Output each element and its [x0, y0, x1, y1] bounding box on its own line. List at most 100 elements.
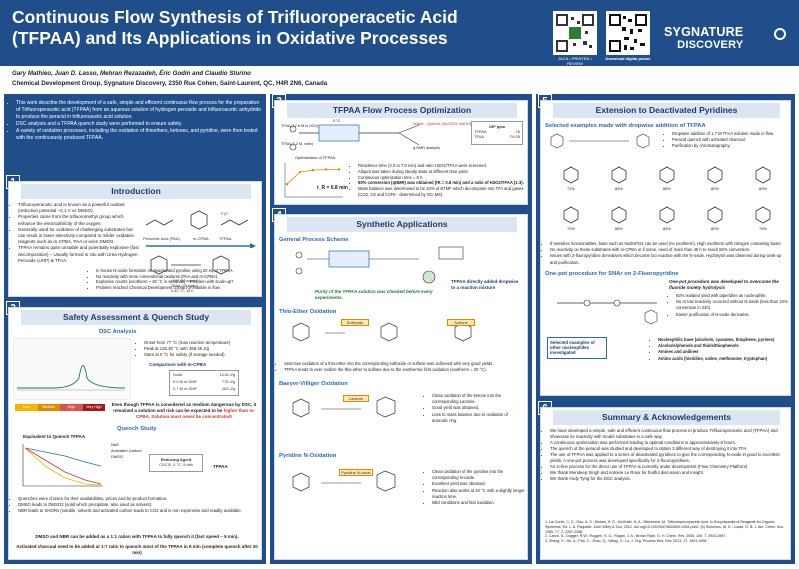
intro-item: Generally used for oxidation of challeng…	[18, 227, 139, 246]
label-paa: Peracetic Acid (PAA)	[143, 236, 180, 241]
summary-item: An in-line process for the direct use of…	[550, 464, 789, 470]
example-yield: 68%	[662, 185, 671, 191]
onepot-item: No or low reactivity occurred without N-…	[676, 299, 789, 311]
intro-sublist: In house N-oxide formation on deactivate…	[89, 268, 259, 290]
flow-list: Residence time (3.0 to 7.0 min) and rati…	[351, 163, 527, 198]
hazard-scale: Low Medium High Very High	[15, 404, 105, 411]
intro-item: Trifluoroperacetic acid is known as a po…	[18, 202, 139, 214]
quench-item: DMSO leads to DMSO2 (solid which precipi…	[18, 502, 259, 508]
example-yield: 72%	[566, 225, 575, 231]
reference: 3. Zhang, X.; Hu, A.; Pan, C.; Zhao, Q.;…	[545, 539, 708, 544]
pyridine-example: 84%	[643, 197, 691, 237]
example-yield: 84%	[662, 225, 671, 231]
qr-caption-1: JACS • PRINTED • REVIEW	[558, 56, 592, 66]
hazard-low: Low	[15, 404, 38, 411]
summary-item: We thank Mendeep Singh and Antoine Le Ro…	[550, 470, 789, 476]
logo-line-1: SYGNATURE	[664, 25, 744, 39]
flow-analysis: q-NMR analysis	[413, 146, 440, 150]
pyridine-ring-icon	[755, 166, 771, 183]
onepot-scheme	[557, 299, 658, 325]
ext-item: Purification by chromatography.	[672, 143, 789, 149]
optimization-chart	[284, 163, 343, 198]
section-title-intro: Introduction	[21, 184, 251, 199]
pyridine-example: 80%	[691, 157, 739, 197]
dsc-item: Peak at 126.30 °C with 368.46 J/g	[144, 346, 261, 352]
abstract-item: This work describe the development of a …	[16, 100, 262, 121]
flow-reactor-diagram	[289, 124, 420, 151]
ext-item: Dropwise addition of 1.7 M TFAA solution…	[672, 131, 789, 137]
poster-title: Continuous Flow Synthesis of Trifluorope…	[12, 7, 458, 48]
pyridine-example: 72%	[547, 197, 595, 237]
summary-item: The quench of the peracid was studied an…	[550, 446, 789, 452]
dsc-note: Even though TFPAA is considered as mediu…	[111, 402, 257, 420]
opt-data-point	[298, 170, 302, 174]
bv-item: Less to mass balance due to oxidation of…	[432, 412, 525, 424]
pyridine-example: 80%	[691, 197, 739, 237]
onepot-list: 92% isolated yield with piperidine as nu…	[669, 293, 789, 318]
reference: 1. Lal Corlet, C. C.; Rao, A. S.; Mohan,…	[545, 520, 785, 534]
legend-carbon: Activated Carbon	[111, 448, 142, 454]
abstract-item: DSC analysis and a TFPAA quench study we…	[16, 121, 262, 128]
qr-code-2[interactable]	[606, 11, 650, 55]
hazard-very-high: Very High	[82, 404, 105, 411]
ext-bullet: Issues with 2-fluoropyridine derivatives…	[550, 253, 789, 265]
flow-item: Residence time (3.0 to 7.0 min) and rati…	[358, 163, 527, 169]
quench-legend: NaS Activated Carbon DMSO	[111, 442, 142, 461]
opt-data-point	[311, 168, 315, 172]
pyridine-ring-icon	[707, 166, 723, 183]
intro-list: Trifluoroperacetic acid is known as a po…	[11, 202, 139, 264]
thioether-list: Selective oxidation of a thio-ether into…	[277, 361, 525, 373]
quench-item: Quenches were chosen for their availabil…	[18, 496, 259, 502]
authors: Gary Mathieu, Juan D. Lasso, Mehran Reza…	[12, 70, 251, 77]
synthetic-panel: Synthetic Applications General Process S…	[274, 214, 528, 560]
pyridine-panel: Extension to Deactivated Pyridines Selec…	[540, 100, 791, 396]
safety-panel: Safety Assessment & Quench Study DSC Ana…	[8, 307, 262, 560]
bv-scheme	[292, 396, 396, 418]
thioether-title: Thio-Ether Oxidation	[279, 309, 337, 315]
quench-footer-2: Activated charcoal need to be added at 1…	[16, 544, 258, 556]
example-yield: 68%	[614, 225, 623, 231]
dsc-list: Onset from 77 °C (max reaction temperatu…	[137, 340, 261, 359]
sulfone-label: Sulfone	[447, 319, 475, 326]
flow-quench: Waste - Quench (Na2SO3, NaOH)	[413, 122, 472, 126]
legend-dmso: DMSO	[111, 454, 123, 460]
references: 1. Lal Corlet, C. C.; Rao, A. S.; Mohan,…	[545, 520, 788, 544]
pyridine-ring-icon	[755, 206, 771, 223]
pyridine-ring-icon	[611, 206, 627, 223]
example-yield: 75%	[758, 225, 767, 231]
pyridine-ring-icon	[707, 206, 723, 223]
onepot-item: Easier purification of N-oxide derivativ…	[676, 312, 789, 318]
oxidant-structures-diagram: Peracetic Acid (PAA) m-CPBA F₃C TFPAA	[143, 210, 256, 248]
opt-chart-title: Optimization of TFPAA	[295, 155, 336, 160]
intro-panel: Introduction Trifluoroperacetic acid is …	[8, 181, 262, 297]
qr-code-1[interactable]	[553, 11, 597, 55]
thioether-item: Selective oxidation of a thio-ether into…	[284, 361, 525, 367]
section-title-pyridines: Extension to Deactivated Pyridines	[553, 103, 780, 118]
intro-subitem: Explosive counts (exotherm ~ 30 °C in se…	[96, 279, 259, 285]
reducing-agent-box: Reducing Agent CDCl3, 0 °C, 5 min	[149, 454, 203, 472]
header-banner: Continuous Flow Synthesis of Trifluorope…	[0, 0, 799, 66]
pyridine-item: Clean oxidation of the pyridine into the…	[432, 469, 525, 481]
summary-item: The use of TFPAA was applied to a series…	[550, 452, 789, 464]
pyridine-example: 68%	[595, 197, 643, 237]
flow-panel: TFPAA Flow Process Optimization TFAA (17…	[274, 100, 528, 205]
flow-reagent-b: TFAA (7.2 M, neat)	[281, 142, 313, 146]
ext-reaction-scheme	[550, 133, 650, 149]
onepot-item: 92% isolated yield with piperidine as nu…	[676, 293, 789, 299]
quench-footer-1: DMSO and NBR can be added as a 1:1 ratio…	[35, 534, 239, 539]
qr-pattern-icon	[556, 14, 594, 52]
lactone-label: Lactone	[343, 395, 369, 402]
quench-list: Quenches were chosen for their availabil…	[11, 496, 259, 515]
quench-subtitle: Quench Study	[117, 426, 157, 432]
in-house-reaction-scheme: UHP (10 equiv) TFAA (20 equiv) 0-40 °C, …	[150, 255, 230, 293]
compare-title: Comparison with m-CPBA	[149, 362, 207, 367]
svg-text:TFAA (20 equiv): TFAA (20 equiv)	[171, 284, 199, 288]
onepot-title: One-pot procedure for SNAr on 2-Fluoropy…	[545, 271, 679, 277]
intro-subitem: Problem reached Chemical Development Gro…	[96, 285, 259, 291]
opt-data-point	[285, 183, 289, 186]
summary-item: We thank Andy Tyng for the DSC analysis.	[550, 476, 789, 482]
